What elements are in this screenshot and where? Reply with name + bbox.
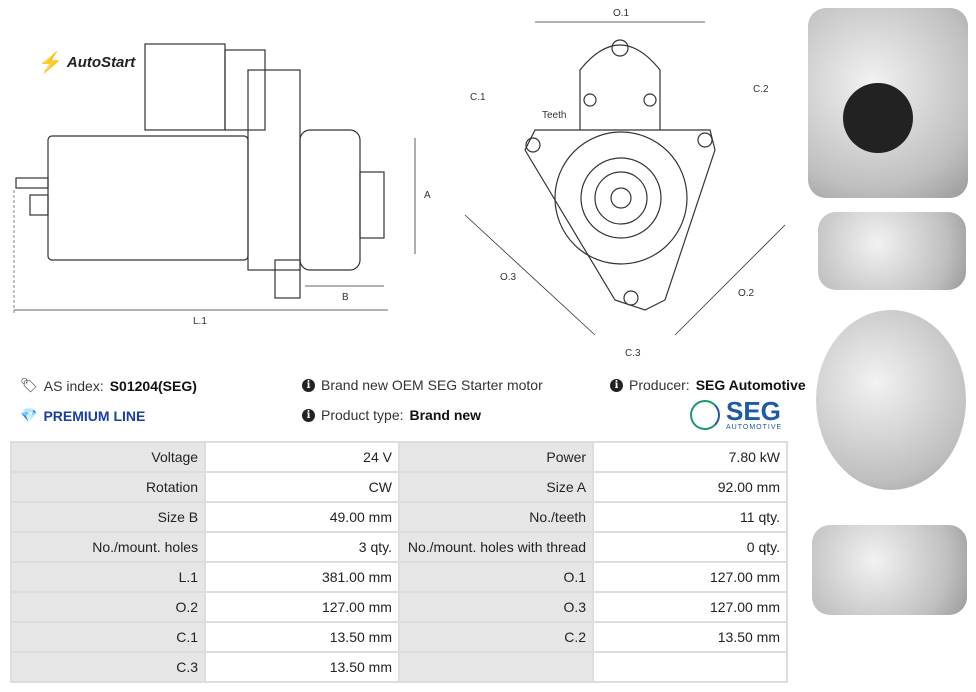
spec-value: 13.50 mm: [204, 651, 400, 683]
as-index-label: AS index:: [43, 377, 104, 394]
spec-label: Size A: [397, 471, 595, 503]
spec-value: 381.00 mm: [204, 561, 400, 593]
label-l1: L.1: [193, 316, 207, 327]
product-type-label: Product type:: [321, 407, 404, 423]
description: i Brand new OEM SEG Starter motor: [302, 377, 543, 393]
spec-value: [592, 651, 788, 683]
spec-label: [397, 651, 595, 683]
info-icon: i: [302, 408, 315, 422]
as-index: 🏷 AS index: S01204(SEG): [20, 377, 197, 394]
spec-value: 11 qty.: [592, 501, 788, 533]
logo-text: AutoStart: [66, 54, 136, 71]
spec-value: 49.00 mm: [204, 501, 400, 533]
logo-bolt-icon: ⚡: [38, 52, 63, 74]
label-teeth: Teeth: [542, 110, 566, 121]
product-photo-rear[interactable]: [816, 310, 966, 490]
description-text: Brand new OEM SEG Starter motor: [321, 377, 543, 393]
info-icon: i: [302, 378, 315, 392]
label-o3: O.3: [500, 272, 517, 283]
seg-logo-sub: AUTOMOTIVE: [726, 424, 783, 431]
as-index-value: S01204(SEG): [109, 377, 197, 394]
spec-label: C.1: [9, 621, 207, 653]
producer-label: Producer:: [629, 377, 690, 393]
spec-label: Rotation: [9, 471, 207, 503]
spec-label: No./mount. holes: [9, 531, 207, 563]
autostart-logo: ⚡ AutoStart: [38, 50, 135, 75]
label-o2: O.2: [738, 288, 755, 299]
spec-label: No./teeth: [397, 501, 595, 533]
product-photo-angle[interactable]: [812, 525, 967, 615]
producer: i Producer: SEG Automotive: [610, 377, 806, 393]
spec-value: 13.50 mm: [592, 621, 788, 653]
spec-value: 92.00 mm: [592, 471, 788, 503]
product-photo-side[interactable]: [818, 212, 966, 290]
info-icon: i: [610, 378, 623, 392]
spec-label: C.2: [397, 621, 595, 653]
premium-label: PREMIUM LINE: [43, 407, 146, 424]
producer-value: SEG Automotive: [695, 377, 806, 393]
product-photo-front[interactable]: [808, 8, 968, 198]
spec-value: 127.00 mm: [592, 591, 788, 623]
spec-value: 127.00 mm: [592, 561, 788, 593]
label-b: B: [342, 292, 349, 303]
seg-logo-text: SEG: [726, 396, 781, 426]
spec-value: 13.50 mm: [204, 621, 400, 653]
side-view-drawing: A B L.1: [13, 43, 431, 327]
front-view-drawing: O.1 C.1 C.2 Teeth O.3 O.2 C.3: [464, 8, 786, 359]
label-a: A: [424, 190, 431, 201]
diamond-icon: 💎: [20, 407, 38, 423]
tag-icon: 🏷: [20, 377, 38, 393]
label-c2: C.2: [753, 84, 769, 95]
seg-ring-icon: [690, 399, 720, 430]
spec-value: 3 qty.: [204, 531, 400, 563]
product-type-value: Brand new: [409, 407, 482, 423]
spec-label: Size B: [9, 501, 207, 533]
label-c3: C.3: [625, 348, 641, 359]
spec-label: O.2: [9, 591, 207, 623]
seg-logo: SEG AUTOMOTIVE: [690, 398, 782, 431]
label-c1: C.1: [470, 92, 486, 103]
spec-value: 7.80 kW: [592, 441, 788, 473]
spec-value: CW: [204, 471, 400, 503]
spec-label: Voltage: [9, 441, 207, 473]
spec-label: O.1: [397, 561, 595, 593]
spec-label: No./mount. holes with thread: [397, 531, 595, 563]
spec-label: O.3: [397, 591, 595, 623]
spec-label: L.1: [9, 561, 207, 593]
spec-value: 127.00 mm: [204, 591, 400, 623]
label-o1: O.1: [613, 8, 630, 19]
spec-value: 0 qty.: [592, 531, 788, 563]
spec-label: Power: [397, 441, 595, 473]
product-type: i Product type: Brand new: [302, 407, 481, 423]
spec-label: C.3: [9, 651, 207, 683]
spec-value: 24 V: [204, 441, 400, 473]
premium-line-badge: 💎 PREMIUM LINE: [20, 407, 145, 424]
